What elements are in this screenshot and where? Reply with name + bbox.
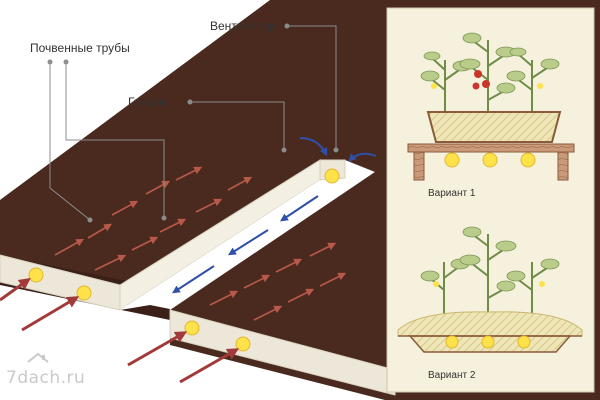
red-arrow-icon [0, 277, 31, 302]
variant-2-illustration [397, 226, 583, 353]
ventilator-arrows [299, 137, 377, 162]
intake-arrows [0, 277, 240, 384]
pipe-end-icon [28, 267, 44, 283]
house-icon [27, 352, 49, 363]
pipe-end-icon [184, 320, 200, 336]
soil-warm-arrows [54, 166, 347, 321]
blue-arrow-icon [280, 195, 319, 222]
pipe-end-icon [324, 168, 340, 184]
red-arrow-icon [179, 348, 240, 384]
pipe-ends [28, 168, 340, 352]
label-ventilator: Вентилятор [210, 19, 276, 33]
variant-2-label: Вариант 2 [428, 370, 476, 381]
trench-cool-arrows [171, 195, 319, 294]
leader-lines [47, 23, 339, 223]
pipe-end-icon [76, 285, 92, 301]
tomato-plant-icon [429, 233, 551, 320]
watermark: 7dach.ru [6, 368, 86, 388]
variant-1-illustration [407, 32, 575, 181]
red-arrow-icon [127, 331, 188, 367]
blue-arrow-icon [171, 265, 215, 294]
variants-panel: Вариант 1 [386, 7, 595, 393]
label-soil-pipes: Почвенные трубы [30, 41, 130, 55]
bed-right [169, 172, 396, 400]
label-beds: Грядки [128, 95, 166, 109]
red-arrow-icon [21, 296, 80, 332]
pipe-end-icon [235, 336, 251, 352]
variant-1-label: Вариант 1 [428, 188, 476, 199]
blue-arrow-icon [227, 229, 269, 256]
